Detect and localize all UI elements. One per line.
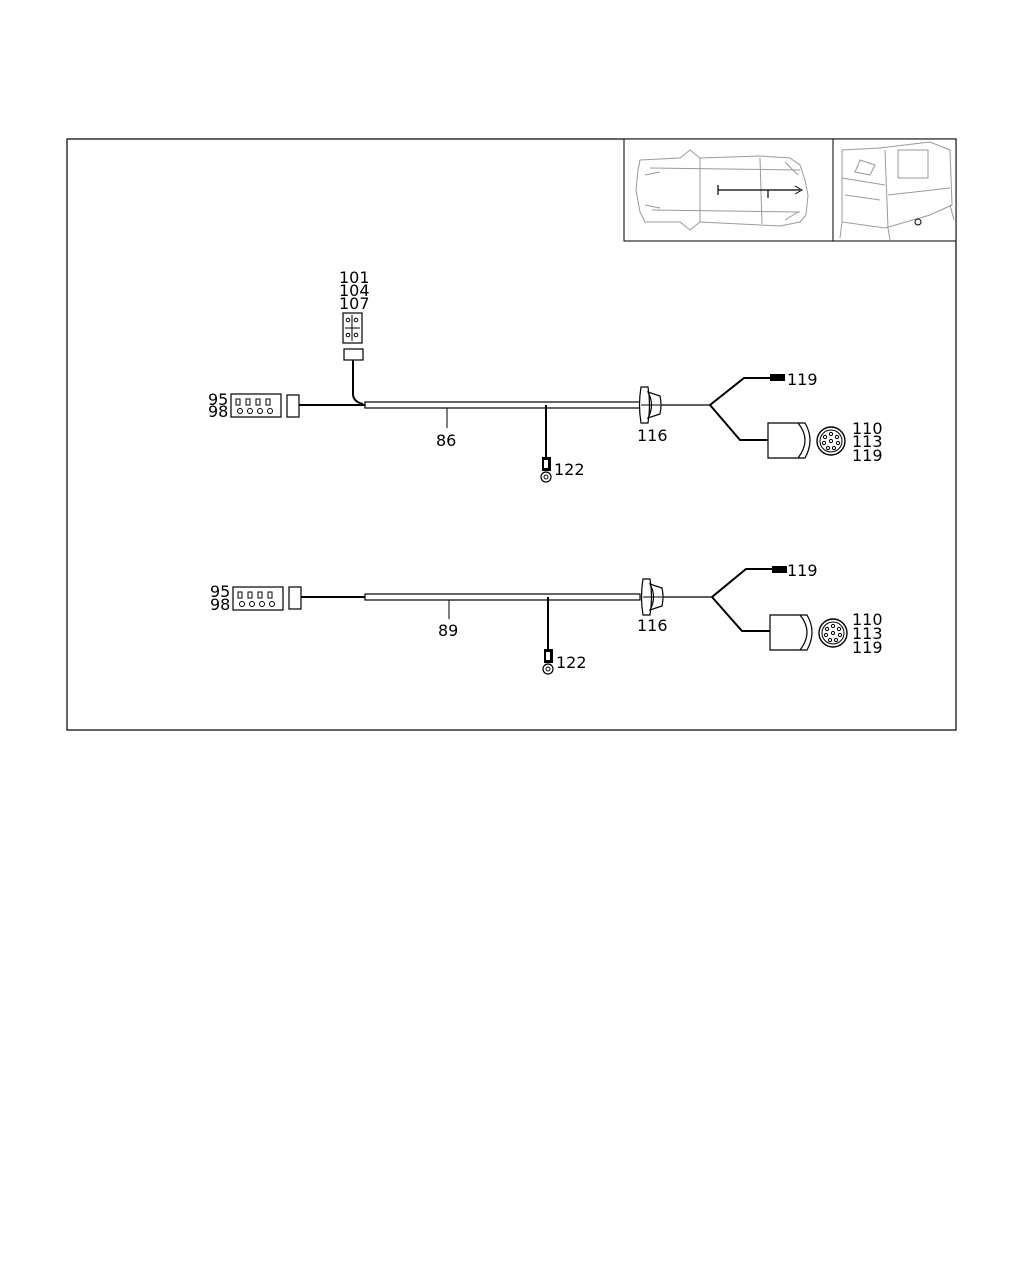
connector-101-104-107 [342, 312, 364, 361]
label-113: 113 [852, 432, 883, 451]
label-113: 113 [852, 624, 883, 643]
harness-a: 101 104 107 95 98 86 122 116 119 110 113… [208, 268, 883, 483]
label-harness-86: 86 [436, 431, 456, 450]
label-95: 95 [210, 582, 230, 601]
label-104: 104 [339, 281, 370, 300]
locator-inset-rear-view [832, 138, 957, 242]
label-119: 119 [852, 638, 883, 657]
round-plug-a [767, 422, 846, 459]
label-119: 119 [852, 446, 883, 465]
grommet-116-a [638, 386, 662, 424]
harness-b: 95 98 89 122 116 119 110 113 119 [210, 561, 883, 675]
label-95: 95 [208, 390, 228, 409]
label-wire-end-119: 119 [787, 561, 818, 580]
label-98: 98 [208, 402, 228, 421]
label-110: 110 [852, 419, 883, 438]
grommet-116-b [640, 578, 664, 616]
round-plug-b [769, 614, 848, 651]
label-grommet-116: 116 [637, 616, 668, 635]
wire-end-119-b [772, 566, 787, 573]
label-harness-89: 89 [438, 621, 458, 640]
ground-eyelet-122-b [542, 649, 554, 675]
diagram-frame [66, 138, 957, 731]
connector-95-98-b [232, 586, 302, 611]
locator-inset-top-view [623, 138, 834, 242]
label-101: 101 [339, 268, 370, 287]
label-ground-122: 122 [554, 460, 585, 479]
label-98: 98 [210, 595, 230, 614]
connector-95-98-a [230, 393, 300, 418]
label-wire-end-119: 119 [787, 370, 818, 389]
label-110: 110 [852, 610, 883, 629]
label-107: 107 [339, 294, 370, 313]
wire-end-119-a [770, 374, 785, 381]
ground-eyelet-122-a [540, 457, 552, 483]
label-grommet-116: 116 [637, 426, 668, 445]
label-ground-122: 122 [556, 653, 587, 672]
